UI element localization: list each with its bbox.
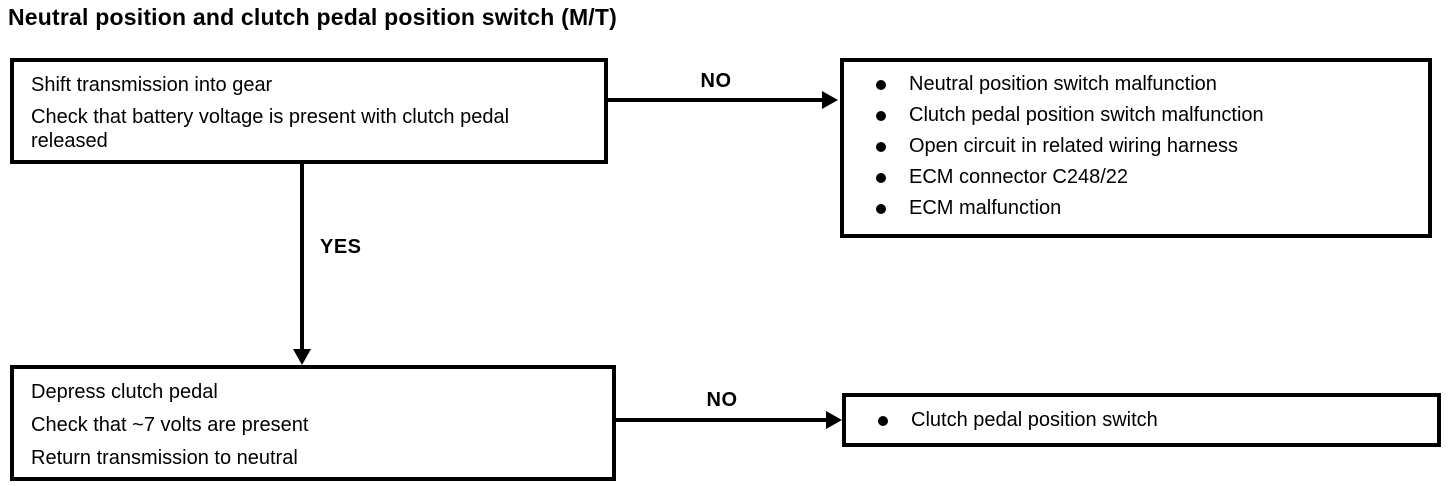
bullet-icon bbox=[876, 80, 886, 90]
result1-item-label: ECM malfunction bbox=[909, 197, 1062, 219]
result2-item-label: Clutch pedal position switch bbox=[911, 409, 1158, 431]
list-item: ECM connector C248/22 bbox=[860, 167, 1414, 188]
no-arrow-top-shaft bbox=[608, 98, 824, 102]
result2-list: Clutch pedal position switch bbox=[846, 397, 1437, 431]
no-label-top: NO bbox=[700, 70, 732, 92]
bullet-icon bbox=[876, 173, 886, 183]
result1-item-label: ECM connector C248/22 bbox=[909, 166, 1129, 188]
result1-item-label: Open circuit in related wiring harness bbox=[909, 135, 1239, 157]
list-item: Neutral position switch malfunction bbox=[860, 74, 1414, 95]
result1-item-label: Clutch pedal position switch malfunction bbox=[909, 104, 1264, 126]
step2-line2: Check that ~7 volts are present bbox=[31, 414, 309, 436]
no-arrow-top-head-icon bbox=[822, 91, 838, 109]
step1-line1: Shift transmission into gear bbox=[31, 74, 273, 96]
no-arrow-bottom-shaft bbox=[616, 418, 828, 422]
yes-label: YES bbox=[320, 236, 362, 258]
bullet-icon bbox=[876, 111, 886, 121]
list-item: ECM malfunction bbox=[860, 198, 1414, 219]
bullet-icon bbox=[878, 416, 888, 426]
list-item: Clutch pedal position switch malfunction bbox=[860, 105, 1414, 126]
yes-arrow-shaft bbox=[300, 164, 304, 350]
step2-line3: Return transmission to neutral bbox=[31, 447, 298, 469]
result1-item-label: Neutral position switch malfunction bbox=[909, 73, 1217, 95]
result2-box: Clutch pedal position switch bbox=[842, 393, 1441, 447]
page-title: Neutral position and clutch pedal positi… bbox=[8, 4, 618, 30]
step2-line1: Depress clutch pedal bbox=[31, 381, 218, 403]
result1-list: Neutral position switch malfunction Clut… bbox=[844, 62, 1428, 219]
step2-text: Depress clutch pedal Check that ~7 volts… bbox=[14, 369, 612, 470]
step1-box: Shift transmission into gear Check that … bbox=[10, 58, 608, 164]
bullet-icon bbox=[876, 204, 886, 214]
bullet-icon bbox=[876, 142, 886, 152]
result1-box: Neutral position switch malfunction Clut… bbox=[840, 58, 1432, 238]
step1-text: Shift transmission into gear Check that … bbox=[14, 62, 604, 153]
step1-line2: Check that battery voltage is present wi… bbox=[31, 106, 510, 152]
no-arrow-bottom-head-icon bbox=[826, 411, 842, 429]
list-item: Clutch pedal position switch bbox=[862, 410, 1423, 431]
no-label-bottom: NO bbox=[706, 389, 738, 411]
step2-box: Depress clutch pedal Check that ~7 volts… bbox=[10, 365, 616, 481]
list-item: Open circuit in related wiring harness bbox=[860, 136, 1414, 157]
yes-arrow-head-icon bbox=[293, 349, 311, 365]
